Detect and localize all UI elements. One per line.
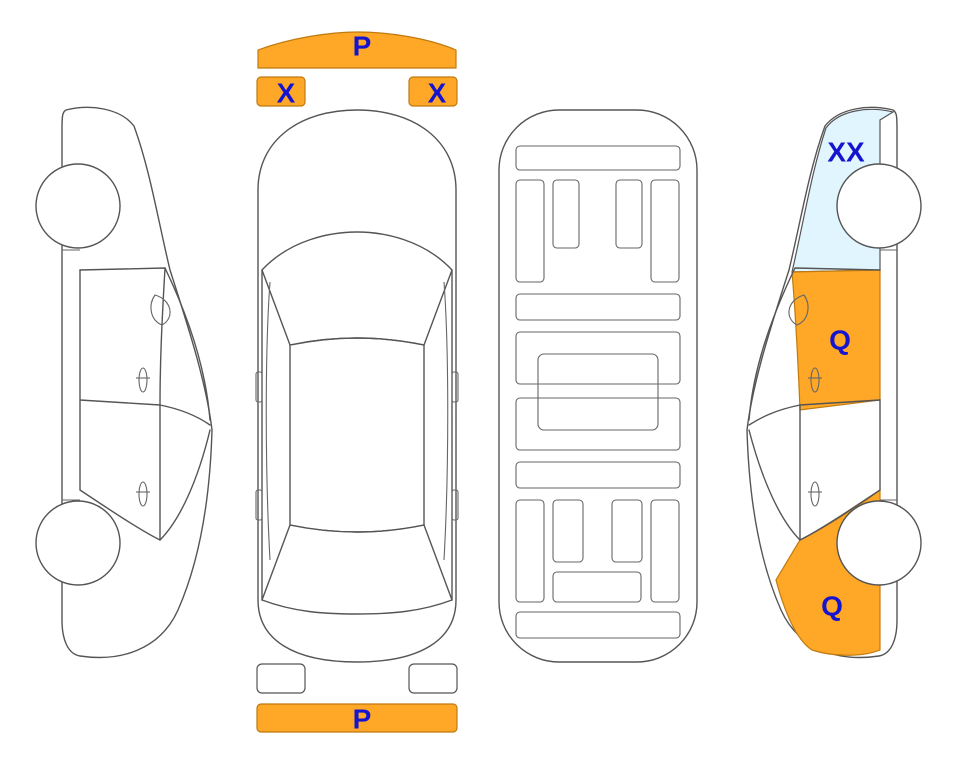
rear-right-lamp xyxy=(408,663,458,694)
front-left-lamp-part xyxy=(256,76,306,107)
left-side-pillar xyxy=(159,404,211,426)
damage-labels: P X X P XX Q Q xyxy=(277,31,865,735)
front-right-lamp-mark: X xyxy=(428,78,447,109)
right-side-view xyxy=(746,106,922,659)
front-bumper-part xyxy=(257,31,457,69)
left-side-rear-glass xyxy=(159,429,211,541)
front-bumper-mark: P xyxy=(353,31,372,62)
rear-bumper-mark: P xyxy=(353,704,372,735)
left-side-window-rear xyxy=(79,399,161,541)
rear-left-lamp xyxy=(256,663,306,694)
left-side-front-wheel xyxy=(35,163,121,249)
top-view xyxy=(255,31,459,733)
left-side-roof-line xyxy=(79,267,211,421)
rear-bumper-part xyxy=(256,703,458,733)
front-left-lamp-mark: X xyxy=(277,78,296,109)
front-right-lamp-part xyxy=(408,76,458,107)
front-door-mark: Q xyxy=(829,325,851,356)
right-side-front-door-part xyxy=(791,269,881,411)
right-side-front-wheel xyxy=(836,163,922,249)
windshield-side-mark: XX xyxy=(827,137,865,168)
top-view-body xyxy=(257,109,457,663)
underbody-outline xyxy=(498,109,698,663)
right-side-rear-wheel xyxy=(836,500,922,586)
left-side-view xyxy=(35,106,213,659)
left-side-rear-wheel xyxy=(35,500,121,586)
underbody-view xyxy=(498,109,698,663)
rear-quarter-mark: Q xyxy=(821,591,843,622)
